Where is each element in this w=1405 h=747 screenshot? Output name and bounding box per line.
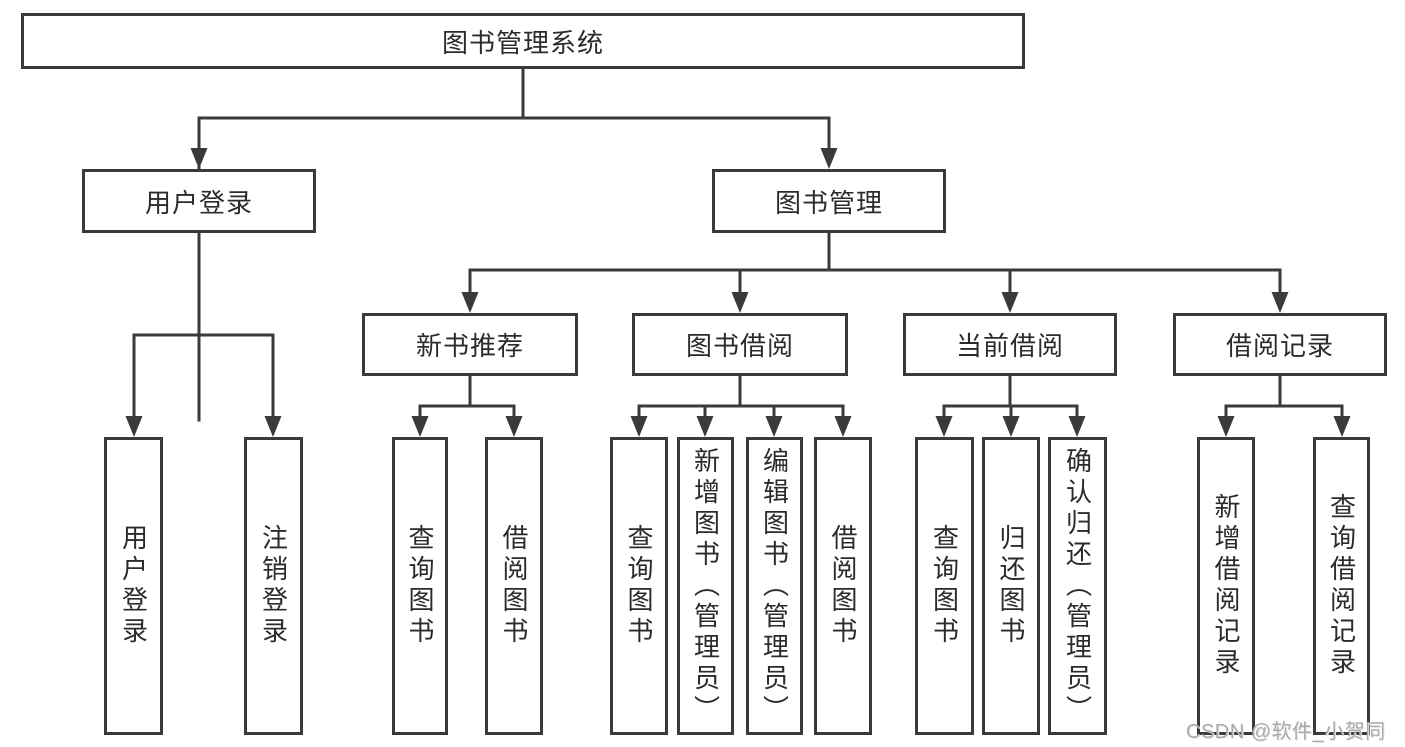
node-confirm-return-admin: 确认归还（管理员） — [1048, 437, 1107, 735]
node-label: 确认归还（管理员） — [1062, 446, 1093, 726]
node-add-borrow-record: 新增借阅记录 — [1197, 437, 1255, 735]
node-query-borrow-record: 查询借阅记录 — [1313, 437, 1370, 735]
connector-book-borrow — [630, 374, 852, 437]
node-label: 注销登录 — [258, 524, 289, 648]
arrowhead — [411, 416, 429, 437]
node-label: 新增图书（管理员） — [690, 446, 721, 726]
watermark: CSDN @软件_小贺同学 — [1186, 721, 1386, 743]
connector-book-management — [461, 231, 1289, 313]
node-new-book-recommend: 新书推荐 — [362, 313, 578, 376]
arrowhead — [264, 416, 282, 437]
node-current-borrow: 当前借阅 — [903, 313, 1117, 376]
node-borrow-books-leaf: 借阅图书 — [814, 437, 872, 735]
node-label: 用户登录 — [118, 524, 149, 648]
arrowhead — [1333, 416, 1351, 437]
node-book-borrow: 图书借阅 — [632, 313, 848, 376]
node-label: 借阅记录 — [1225, 331, 1334, 361]
node-label: 用户登录 — [144, 187, 253, 218]
node-label: 当前借阅 — [955, 331, 1064, 361]
node-label: 归还图书 — [996, 524, 1026, 648]
arrowhead — [190, 148, 208, 169]
node-label: 查询图书 — [929, 524, 960, 648]
arrowhead — [630, 416, 648, 437]
node-user-login: 用户登录 — [82, 169, 316, 233]
arrowhead — [505, 416, 523, 437]
node-logout: 注销登录 — [244, 437, 303, 735]
arrowhead — [1068, 416, 1086, 437]
node-borrow-records: 借阅记录 — [1173, 313, 1387, 376]
node-query-books-borrow: 查询图书 — [610, 437, 668, 735]
node-book-management: 图书管理 — [712, 169, 946, 233]
arrowhead — [461, 292, 479, 313]
arrowhead — [935, 416, 953, 437]
node-return-book: 归还图书 — [982, 437, 1040, 735]
node-query-books-current: 查询图书 — [915, 437, 974, 735]
node-edit-book-admin: 编辑图书（管理员） — [746, 437, 803, 735]
node-label: 新增借阅记录 — [1211, 493, 1241, 679]
connector-borrow-records — [1217, 374, 1351, 437]
node-label: 编辑图书（管理员） — [759, 446, 790, 726]
arrowhead — [1271, 292, 1289, 313]
arrowhead — [820, 148, 838, 169]
arrowhead — [1217, 416, 1235, 437]
node-label: 借阅图书 — [828, 524, 858, 648]
node-label: 查询图书 — [405, 524, 435, 648]
node-label: 图书借阅 — [685, 331, 794, 361]
arrowhead — [1001, 292, 1019, 313]
node-label: 查询借阅记录 — [1326, 493, 1357, 679]
arrowhead — [765, 416, 783, 437]
node-label: 查询图书 — [624, 524, 654, 648]
arrowhead — [731, 292, 749, 313]
node-add-book-admin: 新增图书（管理员） — [677, 437, 734, 735]
node-borrow-books-recommend: 借阅图书 — [485, 437, 543, 735]
node-library-management-system: 图书管理系统 — [21, 13, 1025, 69]
node-label: 新书推荐 — [415, 331, 524, 361]
arrowhead — [696, 416, 714, 437]
arrowhead — [1002, 416, 1020, 437]
node-label: 图书管理 — [774, 187, 883, 218]
connector-root — [190, 67, 838, 422]
node-label: 图书管理系统 — [441, 27, 604, 58]
connector-user-login — [125, 231, 282, 437]
arrowhead — [834, 416, 852, 437]
node-label: 借阅图书 — [499, 524, 529, 648]
arrowhead — [125, 416, 143, 437]
node-user-login-leaf: 用户登录 — [104, 437, 163, 735]
connector-new-book-recommend — [411, 374, 523, 437]
connector-current-borrow — [935, 374, 1086, 437]
node-query-books-recommend: 查询图书 — [392, 437, 448, 735]
